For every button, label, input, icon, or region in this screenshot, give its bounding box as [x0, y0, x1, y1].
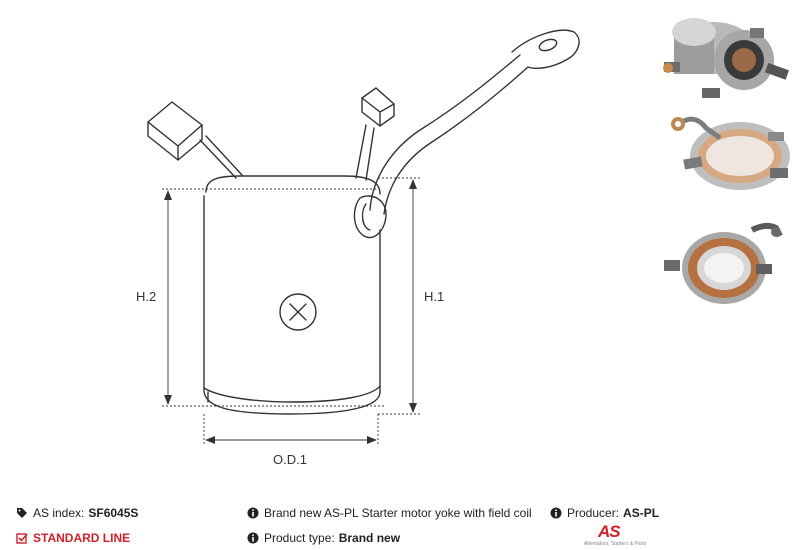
- tag-icon: [17, 508, 27, 518]
- product-description: Brand new AS-PL Starter motor yoke with …: [264, 506, 532, 520]
- dimension-label-od1: O.D.1: [273, 452, 307, 467]
- technical-drawing: H.2 H.1 O.D.1: [136, 29, 580, 467]
- left-terminal: [147, 101, 243, 179]
- photo-bottom[interactable]: [660, 210, 800, 306]
- standard-line-row: STANDARD LINE: [16, 531, 130, 545]
- dimension-lines: [162, 177, 420, 446]
- dimension-label-h2: H.2: [136, 289, 156, 304]
- as-index-label: AS index:: [33, 506, 85, 520]
- check-box-icon: [16, 533, 28, 544]
- logo-mark: AS: [598, 522, 621, 541]
- description-row: Brand new AS-PL Starter motor yoke with …: [247, 506, 532, 520]
- logo-icon: AS Alternators, Starters & Parts: [584, 522, 664, 550]
- product-type-label: Product type:: [264, 531, 335, 545]
- product-type-value: Brand new: [338, 531, 401, 545]
- dimension-arrows: [164, 179, 417, 444]
- info-icon: [247, 532, 259, 544]
- producer-label: Producer:: [567, 506, 620, 520]
- standard-line-label: STANDARD LINE: [33, 531, 131, 545]
- middle-terminal: [355, 87, 395, 181]
- product-info-footer: AS index: SF6045S STANDARD LINE Brand ne…: [0, 500, 800, 550]
- yoke-body: [203, 175, 381, 415]
- producer-value: AS-PL: [623, 506, 660, 520]
- as-index-row: AS index: SF6045S: [16, 506, 138, 520]
- dimension-label-h1: H.1: [424, 289, 444, 304]
- logo-tagline: Alternators, Starters & Parts: [584, 541, 647, 547]
- producer-row: Producer: AS-PL: [550, 506, 659, 520]
- cable-lug: [353, 29, 580, 239]
- product-type-row: Product type: Brand new: [247, 531, 400, 545]
- as-index-value: SF6045S: [88, 506, 139, 520]
- info-icon: [550, 507, 562, 519]
- info-icon: [247, 507, 259, 519]
- photo-middle[interactable]: [660, 106, 800, 196]
- photo-top[interactable]: [654, 4, 800, 110]
